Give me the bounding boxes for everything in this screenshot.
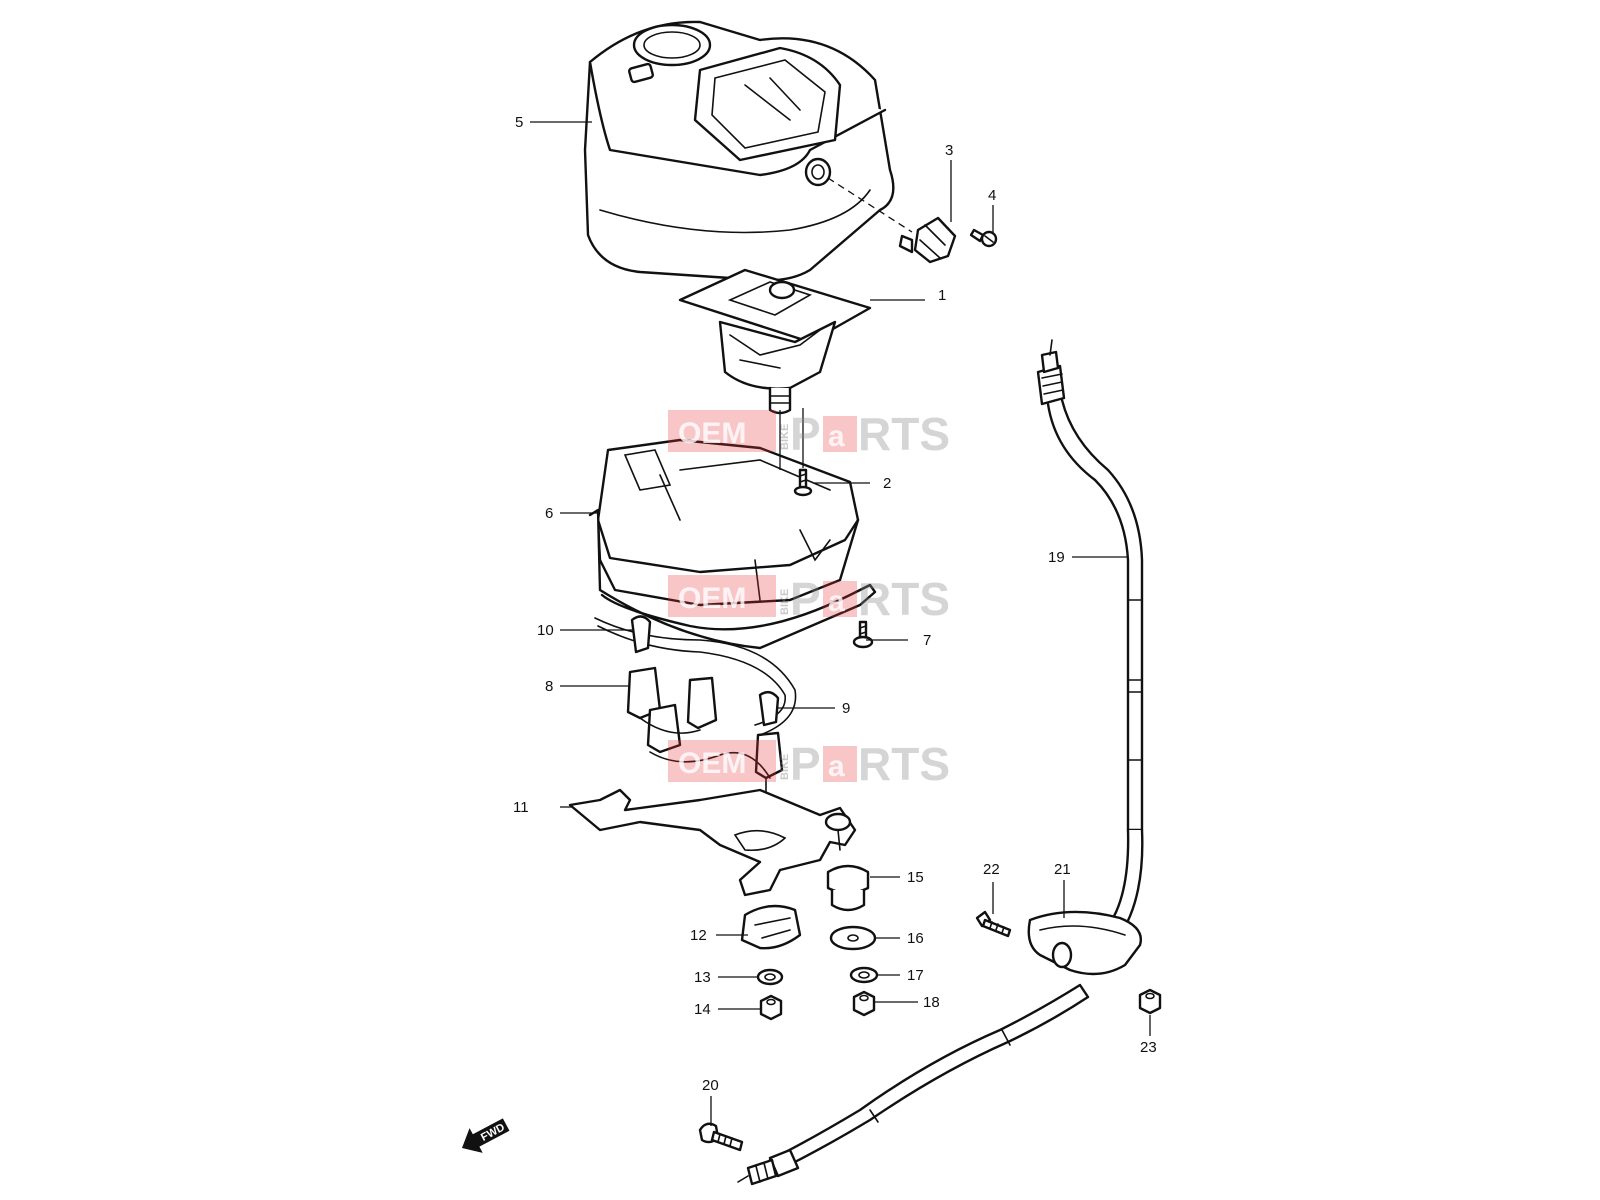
washer-17 bbox=[849, 966, 879, 984]
bolt-20 bbox=[698, 1122, 744, 1152]
svg-text:a: a bbox=[828, 585, 845, 618]
svg-text:RTS: RTS bbox=[858, 573, 950, 625]
callout-18: 18 bbox=[923, 994, 940, 1011]
callout-21: 21 bbox=[1054, 861, 1071, 878]
callout-20: 20 bbox=[702, 1077, 719, 1094]
bolt-22 bbox=[975, 910, 1012, 938]
svg-text:a: a bbox=[828, 750, 845, 783]
wiring-harness bbox=[594, 615, 797, 796]
callout-2: 2 bbox=[883, 475, 891, 492]
callout-15: 15 bbox=[907, 869, 924, 886]
svg-text:BIKE: BIKE bbox=[779, 589, 791, 615]
svg-text:OEM: OEM bbox=[678, 582, 746, 615]
svg-text:RTS: RTS bbox=[858, 738, 950, 790]
callout-1: 1 bbox=[938, 287, 946, 304]
svg-text:OEM: OEM bbox=[678, 747, 746, 780]
nut-14 bbox=[759, 994, 783, 1021]
callout-11: 11 bbox=[513, 799, 529, 816]
svg-text:BIKE: BIKE bbox=[779, 424, 791, 450]
callout-6: 6 bbox=[545, 505, 553, 522]
callout-17: 17 bbox=[907, 967, 924, 984]
svg-text:OEM: OEM bbox=[678, 417, 746, 450]
washer-13 bbox=[756, 968, 784, 986]
svg-text:P: P bbox=[790, 738, 821, 790]
callout-9: 9 bbox=[842, 700, 850, 717]
cable-guide bbox=[1027, 910, 1142, 976]
grommet-15 bbox=[826, 864, 870, 912]
callout-13: 13 bbox=[694, 969, 711, 986]
nut-18 bbox=[852, 990, 876, 1017]
alignment-lines bbox=[779, 177, 913, 470]
screw-7 bbox=[852, 620, 874, 649]
meter-case-upper bbox=[583, 20, 895, 282]
callout-5: 5 bbox=[515, 114, 523, 131]
watermark-3: OEM BIKE P a RTS bbox=[668, 738, 950, 790]
speedometer-assembly bbox=[678, 268, 872, 415]
svg-text:P: P bbox=[790, 408, 821, 460]
callout-12: 12 bbox=[690, 927, 707, 944]
callout-19: 19 bbox=[1048, 549, 1065, 566]
nut-23 bbox=[1138, 988, 1162, 1015]
leader-lines bbox=[530, 121, 1151, 1126]
callout-22: 22 bbox=[983, 861, 1000, 878]
callout-23: 23 bbox=[1140, 1039, 1157, 1056]
fwd-arrow-icon: FWD bbox=[462, 1118, 510, 1153]
watermark-1: OEM BIKE P a RTS bbox=[668, 408, 950, 460]
svg-text:P: P bbox=[790, 573, 821, 625]
meter-bracket bbox=[568, 788, 857, 897]
watermark-2: OEM BIKE P a RTS bbox=[668, 573, 950, 625]
screw-4 bbox=[969, 228, 998, 248]
svg-text:BIKE: BIKE bbox=[779, 754, 791, 780]
callout-4: 4 bbox=[988, 187, 996, 204]
callout-labels: 1 2 3 4 5 6 7 8 9 10 11 12 13 14 15 16 1… bbox=[513, 114, 1157, 1094]
callout-3: 3 bbox=[945, 142, 953, 159]
callout-14: 14 bbox=[694, 1001, 711, 1018]
callout-7: 7 bbox=[923, 632, 931, 649]
screw-2 bbox=[793, 468, 813, 497]
meter-case-lower bbox=[588, 438, 877, 650]
svg-text:RTS: RTS bbox=[858, 408, 950, 460]
callout-10: 10 bbox=[537, 622, 554, 639]
bulb-socket bbox=[898, 216, 957, 264]
fwd-label: FWD bbox=[479, 1121, 507, 1143]
callout-8: 8 bbox=[545, 678, 553, 695]
svg-text:a: a bbox=[828, 420, 845, 453]
washer-16 bbox=[829, 925, 877, 951]
callout-16: 16 bbox=[907, 930, 924, 947]
clamp-12 bbox=[740, 904, 802, 950]
